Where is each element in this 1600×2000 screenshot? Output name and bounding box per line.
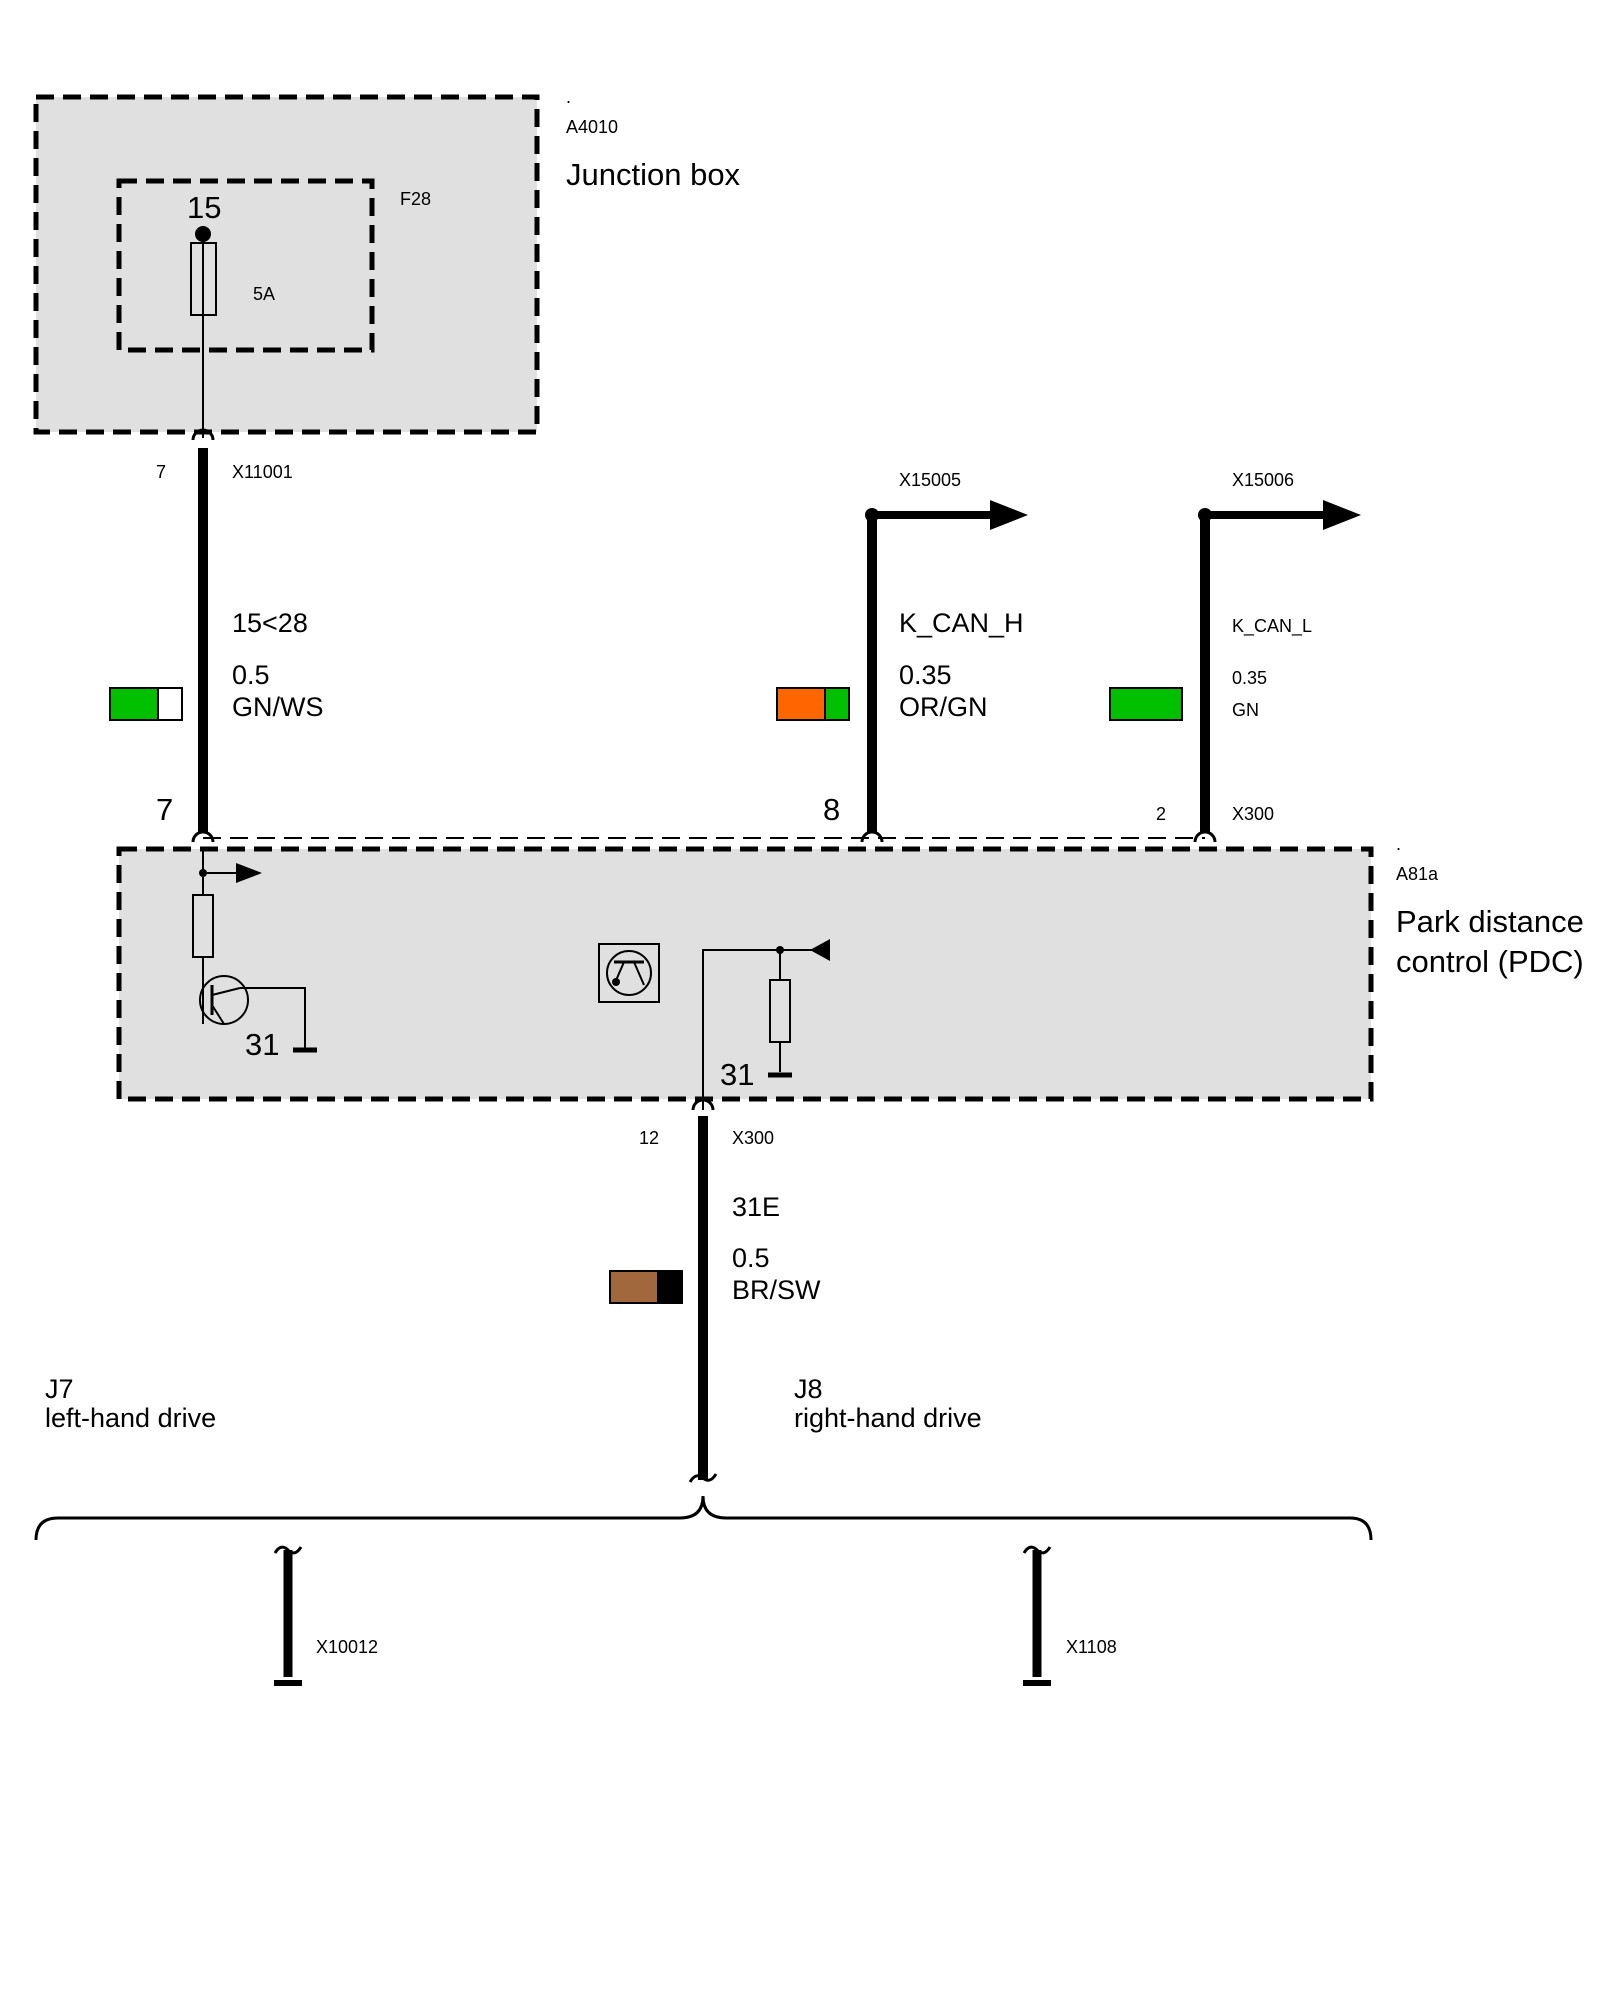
wire-kcan-l-color-code: GN <box>1232 700 1259 720</box>
variant-left-id: J7 <box>45 1374 74 1404</box>
pdc-ground-label-left: 31 <box>245 1027 279 1062</box>
wire-15-pin: 7 <box>156 792 173 827</box>
wire-31e-swatch-primary <box>609 1270 659 1304</box>
variant-right-id: J8 <box>794 1374 823 1404</box>
wire-kcan-h-connector: X15005 <box>899 470 961 490</box>
wire-kcan-l-color-swatch <box>1109 687 1183 721</box>
ground-x1108: X1108 <box>1022 1545 1117 1686</box>
pdc-ground-label-right: 31 <box>720 1057 754 1092</box>
wire-31e-color-swatch <box>609 1270 683 1304</box>
variant-right: J8 right-hand drive <box>794 1374 982 1433</box>
variant-left-desc: left-hand drive <box>45 1403 216 1433</box>
wire-15-swatch-primary <box>109 687 159 721</box>
fuse-housing <box>116 178 375 353</box>
wire-kcan-h-gauge: 0.35 <box>899 660 952 690</box>
connector-x11001-cup <box>191 428 215 441</box>
fuse-rating-label: 5A <box>253 284 275 304</box>
connector-x300-bottom: 12 X300 <box>639 1098 774 1148</box>
connector-x11001-id: X11001 <box>232 462 293 482</box>
pdc-internal-arrow-head <box>236 863 262 883</box>
connector-x300-bottom-pin: 12 <box>639 1128 659 1148</box>
wire-31e-color-code: BR/SW <box>732 1275 821 1305</box>
wire-15: 15<28 0.5 GN/WS 7 <box>109 448 324 843</box>
wire-kcan-l-module-connector: X300 <box>1232 804 1274 824</box>
transistor-body <box>199 975 249 1025</box>
pdc-module: . A81a Park distance control (PDC) 31 <box>116 834 1584 1110</box>
transistor-emitter <box>211 987 241 996</box>
pdc-input-transistor <box>199 975 249 1025</box>
ground-x1108-label: X1108 <box>1066 1637 1117 1657</box>
wire-31e-gauge: 0.5 <box>732 1243 770 1273</box>
junction-box: 15 5A F28 . A4010 Junction box <box>33 87 741 438</box>
wire-kcan-h-signal: K_CAN_H <box>899 608 1024 638</box>
fuse-terminal-label: 15 <box>187 190 221 225</box>
wire-15-color-swatch <box>109 687 183 721</box>
wire-31e-signal: 31E <box>732 1192 780 1222</box>
connector-x11001: 7 X11001 <box>156 428 293 482</box>
wire-kcan-l-gauge: 0.35 <box>1232 668 1267 688</box>
pdc-transistor-icon <box>598 943 660 1003</box>
pdc-ground-lead-left <box>240 987 306 1048</box>
pdc-pulse-arrow <box>810 939 830 961</box>
junction-box-dot: . <box>566 87 571 107</box>
junction-box-outline <box>33 94 540 435</box>
pdc-ground-path <box>702 949 780 1110</box>
wire-kcan-l-connector: X15006 <box>1232 470 1294 490</box>
junction-box-name: Junction box <box>566 157 741 192</box>
pdc-module-dot: . <box>1396 834 1401 854</box>
wire-kcan-l-signal: K_CAN_L <box>1232 616 1312 637</box>
wire-31e-swatch-secondary <box>657 1270 683 1304</box>
wire-kcan-l-module-cup <box>1193 830 1217 843</box>
fuse-id-label: F28 <box>400 189 431 209</box>
wire-31e: 31E 0.5 BR/SW <box>609 1116 821 1483</box>
transistor-icon-circle <box>606 950 652 996</box>
variant-brace <box>34 1495 1373 1541</box>
wire-kcan-h-color-swatch <box>776 687 850 721</box>
wire-kcan-l: X15006 K_CAN_L 0.35 GN 2 X300 <box>1109 470 1361 843</box>
transistor-icon-frame <box>598 943 660 1003</box>
wire-kcan-h: X15005 K_CAN_H 0.35 OR/GN 8 <box>776 470 1028 843</box>
ground-x10012: X10012 <box>273 1545 378 1686</box>
wire-kcan-l-arrow-head <box>1323 500 1361 530</box>
connector-x300-bottom-id: X300 <box>732 1128 774 1148</box>
variant-left: J7 left-hand drive <box>45 1374 216 1433</box>
wire-15-color-code: GN/WS <box>232 692 324 722</box>
wire-kcan-h-pin: 8 <box>823 792 840 827</box>
junction-box-id: A4010 <box>566 117 618 137</box>
pdc-ground-circuit: 31 <box>702 939 830 1110</box>
pdc-module-outline <box>116 846 1374 1102</box>
pdc-module-id: A81a <box>1396 864 1439 884</box>
wire-kcan-h-swatch-primary <box>776 687 826 721</box>
variant-right-desc: right-hand drive <box>794 1403 982 1433</box>
pdc-module-name-line2: control (PDC) <box>1396 944 1584 979</box>
wire-kcan-h-color-code: OR/GN <box>899 692 988 722</box>
ground-x10012-label: X10012 <box>316 1637 378 1657</box>
pdc-module-name-line1: Park distance <box>1396 904 1584 939</box>
transistor-icon-node <box>612 978 620 986</box>
transistor-icon-leg-right <box>633 961 645 986</box>
wire-kcan-l-pin: 2 <box>1156 804 1166 824</box>
wire-kcan-h-arrow-head <box>990 500 1028 530</box>
transistor-collector <box>211 1004 225 1025</box>
connector-x300-bottom-cup <box>691 1098 715 1111</box>
pdc-input-circuit: 31 <box>192 850 317 1062</box>
wire-15-signal: 15<28 <box>232 608 308 638</box>
wire-15-swatch-secondary <box>157 687 183 721</box>
wire-kcan-h-swatch-secondary <box>824 687 850 721</box>
wire-31e-end-cup <box>688 1473 718 1483</box>
connector-x11001-pin: 7 <box>156 462 166 482</box>
wire-15-gauge: 0.5 <box>232 660 270 690</box>
